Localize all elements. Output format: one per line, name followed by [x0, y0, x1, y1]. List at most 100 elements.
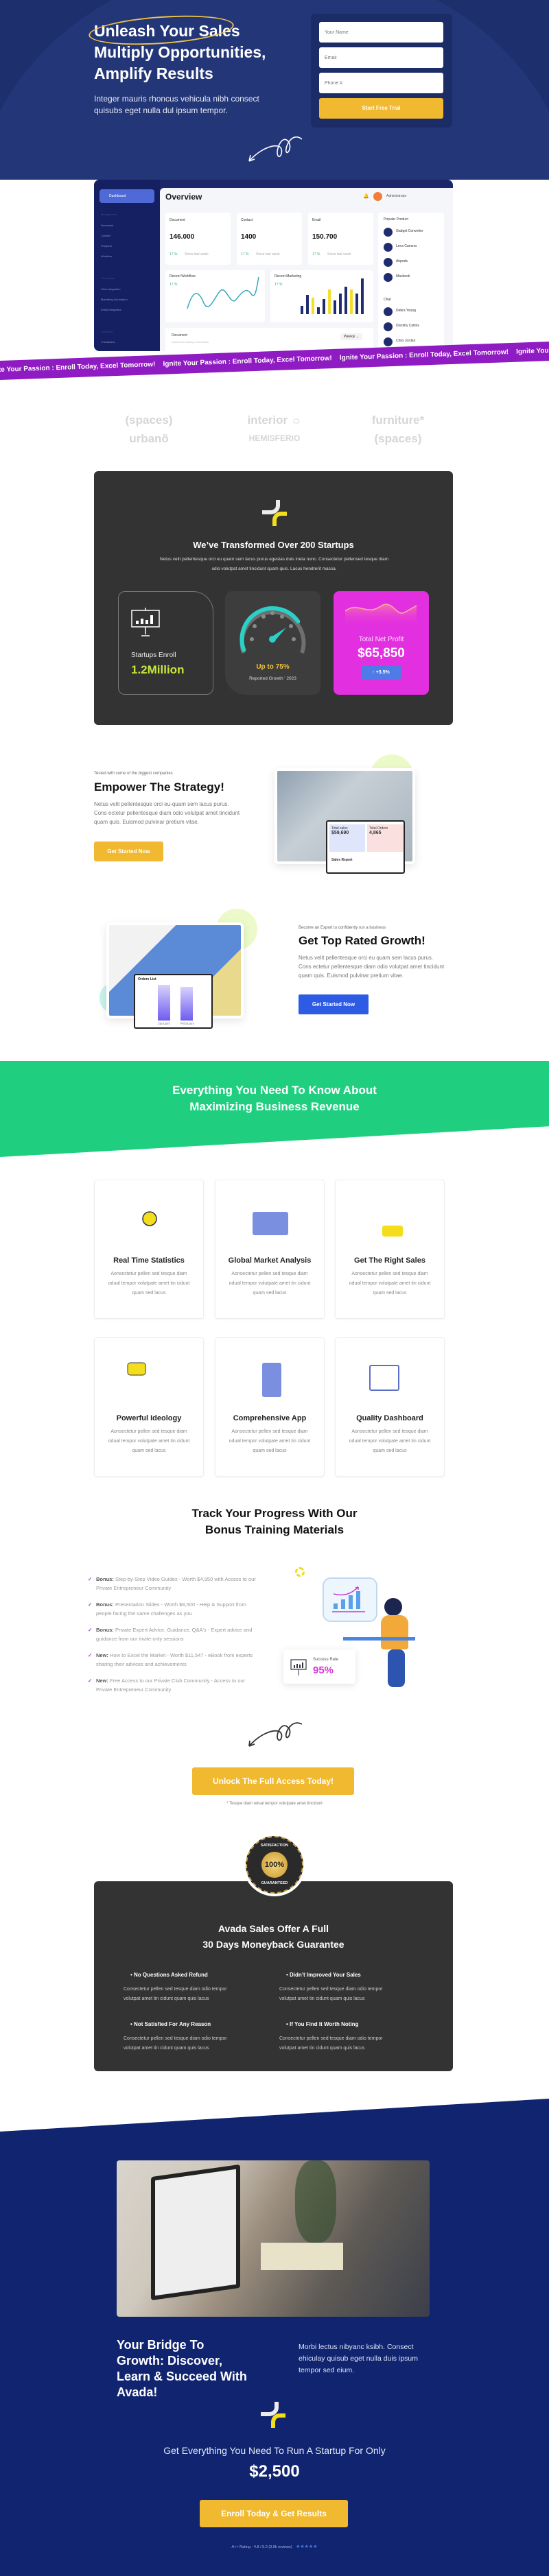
dashboard-sidebar: Dashboard Management Document Contact Pr… — [94, 180, 160, 351]
growth-chart-icon — [332, 1586, 365, 1612]
curly-arrow-icon — [248, 136, 303, 162]
chat-avatar — [384, 322, 393, 331]
phone-input[interactable] — [319, 73, 443, 93]
mock-orders-label: Total Orders — [369, 826, 388, 831]
month-label: February — [180, 1022, 195, 1026]
chat-name[interactable]: Dorothy Collins — [396, 324, 419, 328]
marketing-bar — [328, 289, 331, 314]
feature-title: Global Market Analysis — [228, 1256, 312, 1265]
gear-icon — [295, 1567, 305, 1577]
profit-wave-chart — [345, 604, 417, 628]
dashboard-click-icon — [369, 1365, 399, 1391]
nav-prospect[interactable]: Prospect — [101, 244, 112, 248]
stat-since: Since last week — [327, 252, 351, 257]
guarantee-title-line2: 30 Days Moneyback Guarantee — [202, 1939, 344, 1950]
guarantee-item-title: • If You Find It Worth Noting — [286, 2021, 359, 2027]
presentation-chart-icon — [290, 1659, 307, 1675]
start-free-trial-button[interactable]: Start Free Trial — [319, 98, 443, 119]
guarantee-item-desc: Consectetur pellen sed tesque diam odio … — [124, 1987, 227, 2001]
marketing-bar — [334, 300, 336, 314]
check-icon: ✓ — [88, 1627, 93, 1633]
chat-avatar — [384, 307, 393, 316]
product-name: Lens Camera — [396, 244, 417, 248]
feature-desc: Aonsectetur pellen sed tesque diam odual… — [349, 1429, 431, 1453]
chat-name[interactable]: Debra Young — [396, 309, 416, 313]
monitor-document-icon — [253, 1212, 288, 1235]
nav-contact[interactable]: Contact — [101, 234, 110, 237]
nav-dashboard[interactable]: Dashboard — [100, 189, 154, 203]
enroll-button[interactable]: Enroll Today & Get Results — [200, 2500, 348, 2527]
nav-email-integration[interactable]: Email Integration — [101, 308, 122, 311]
product-avatar — [384, 243, 393, 252]
hero-title-line3: Amplify Results — [94, 64, 213, 82]
empower-get-started-button[interactable]: Get Started Now — [94, 842, 163, 861]
growth-title: Get Top Rated Growth! — [299, 934, 425, 947]
document-card: Document Document tracking information W… — [165, 328, 373, 351]
stat-label: Email — [312, 218, 321, 222]
startups-enroll-card: Startups Enroll 1.2Million — [118, 591, 213, 695]
nav-document[interactable]: Document — [101, 224, 114, 227]
chat-name[interactable]: Chris Jordan — [396, 339, 416, 343]
guarantee-title-text: Not Satisfied For Any Reason — [134, 2021, 211, 2027]
nav-transaction[interactable]: Transaction — [101, 340, 115, 344]
guarantee-item-title: • No Questions Asked Refund — [130, 1972, 208, 1978]
guarantee-item-title: • Not Satisfied For Any Reason — [130, 2021, 211, 2027]
product-name: Gadget Converter — [396, 229, 423, 233]
feature-title: Comprehensive App — [233, 1414, 307, 1422]
mock-sales-label: Total sales — [331, 826, 348, 831]
period-select[interactable]: Weekly ⌄ — [340, 333, 362, 340]
success-rate-card: Success Rate 95% — [283, 1649, 355, 1684]
stats-paragraph: Netus velit pellentesque orci eu quam se… — [159, 557, 389, 571]
marketing-change: 17 % — [274, 283, 283, 287]
name-input[interactable] — [319, 22, 443, 43]
workflow-line-chart — [187, 276, 259, 309]
product-name: Airpods — [396, 259, 408, 263]
feature-desc: Aonsectetur pellen sed tesque diam odual… — [229, 1272, 311, 1296]
marketing-bar — [312, 298, 314, 314]
brand-plus-icon — [262, 500, 287, 526]
stat-card-document: Document 146.000 17 % Since last week — [165, 213, 231, 265]
stat-since: Since last week — [185, 252, 209, 257]
nav-section-connection: Connection — [101, 276, 115, 280]
check-icon: ✓ — [88, 1652, 93, 1658]
workflow-title: Recent Workflow — [170, 274, 196, 278]
badge-top-text: SATISFACTION — [261, 1844, 288, 1848]
bell-icon[interactable]: 🔔 — [363, 194, 369, 199]
guarantee-title-text: Didn’t Improved Your Sales — [290, 1972, 361, 1978]
product-avatar — [384, 273, 393, 282]
signup-form: Start Free Trial — [311, 14, 452, 128]
marketing-bar — [339, 294, 342, 314]
profit-change: +3.5% — [375, 670, 390, 675]
user-menu[interactable]: Administrator — [386, 194, 407, 198]
logo-interior: interior ☼ — [247, 414, 302, 427]
bonus-title: Track Your Progress With Our Bonus Train… — [0, 1505, 549, 1538]
orders-laptop-mockup: Orders List January February — [134, 974, 213, 1029]
unlock-access-button[interactable]: Unlock The Full Access Today! — [192, 1767, 354, 1795]
avatar[interactable] — [373, 192, 382, 201]
guarantee-title-text: If You Find It Worth Noting — [290, 2021, 359, 2027]
orders-list-title: Orders List — [138, 977, 156, 981]
email-input[interactable] — [319, 47, 443, 68]
growth-get-started-button[interactable]: Get Started Now — [299, 994, 369, 1014]
bonus-note: * Tesque diam odual tempor volutpate ame… — [226, 1802, 323, 1806]
rating-row: A++ Rating - 4.8 / 5.0 (3.9k reviews) ★★… — [0, 2544, 549, 2549]
dashboard-main: Overview 🔔 Administrator Document 146.00… — [160, 188, 453, 351]
nav-chat-integration[interactable]: Chat Integration — [101, 287, 121, 291]
guarantee-title-text: No Questions Asked Refund — [134, 1972, 208, 1978]
document-subtitle: Document tracking information — [172, 340, 209, 344]
hero-section — [0, 0, 549, 180]
curly-arrow-icon — [248, 1722, 303, 1747]
bonus-tag: Bonus: — [96, 1601, 114, 1608]
rating-text: A++ Rating - 4.8 / 5.0 (3.9k reviews) — [231, 2545, 292, 2549]
nav-marketing-automation[interactable]: Marketing Automation — [101, 298, 128, 301]
stat-change: 17 % — [170, 252, 178, 257]
marketing-bar — [355, 294, 358, 314]
nav-workflow[interactable]: Workflow — [101, 254, 113, 258]
period-value: Weekly — [344, 335, 355, 339]
product-avatar — [384, 228, 393, 237]
bonus-text: How to Excel the Market - Worth $11,547 … — [96, 1652, 253, 1667]
final-title: Your Bridge To Growth: Discover, Learn &… — [117, 2338, 247, 2399]
ribbon-text: Ignite Your Passion : Enroll Today, Exce… — [0, 361, 156, 374]
bonus-item: ✓Bonus: Step-by-Step Video Guides - Wort… — [88, 1575, 261, 1593]
